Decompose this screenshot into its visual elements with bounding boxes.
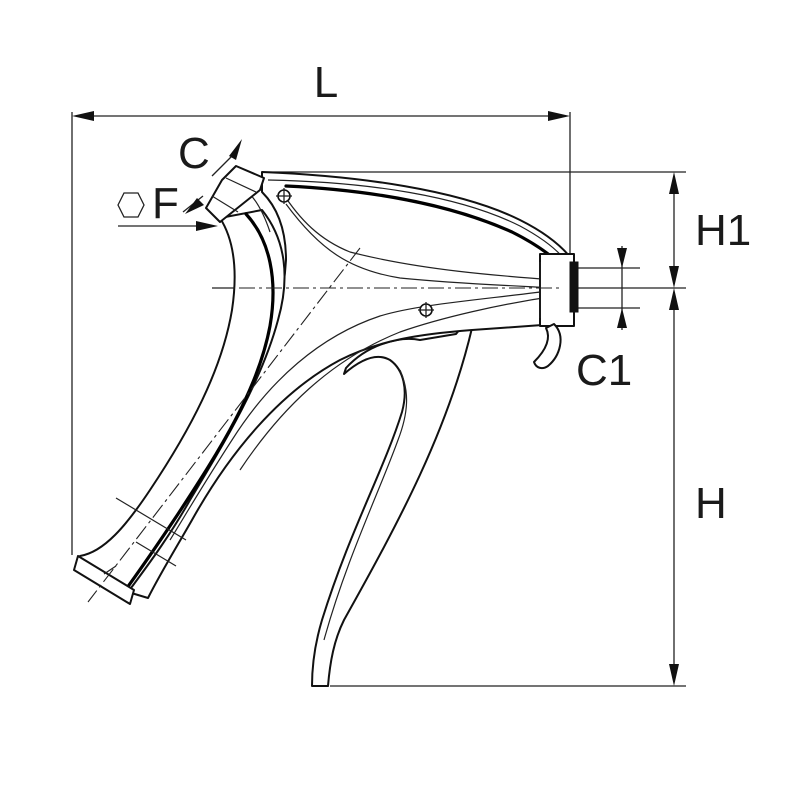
channel-upper-1 xyxy=(281,191,557,281)
arrow-h-bottom xyxy=(669,664,679,686)
arrow-h1-bottom xyxy=(669,266,679,288)
label-c: C xyxy=(178,129,210,178)
housing-top-contour xyxy=(284,184,564,268)
dimension-c-f: C F xyxy=(117,129,242,231)
arrow-c1-top xyxy=(617,248,627,268)
label-c1: C1 xyxy=(576,346,632,395)
outlet-nozzle xyxy=(539,253,575,327)
grip-contour xyxy=(122,212,275,594)
dimension-c1: C1 xyxy=(576,246,640,395)
outlet-face xyxy=(569,261,579,313)
grip-end-cap xyxy=(73,555,135,605)
trigger-lever xyxy=(311,323,473,687)
hang-hook xyxy=(533,323,562,370)
arrow-right xyxy=(548,111,570,121)
grip-band-line-2 xyxy=(135,541,177,567)
nut-edge-2 xyxy=(211,195,239,213)
dimension-l: L xyxy=(71,58,571,555)
arrow-h1-top xyxy=(669,172,679,194)
channel-lower-2 xyxy=(239,295,557,471)
arrow-c1-bottom xyxy=(617,308,627,328)
arrow-f xyxy=(196,221,218,231)
arrow-left xyxy=(72,111,94,121)
arrow-h-top xyxy=(669,288,679,310)
gun-body xyxy=(73,165,579,605)
top-housing xyxy=(127,171,575,599)
channel-lower-1 xyxy=(169,289,557,541)
lever-body xyxy=(311,323,473,687)
label-h1: H1 xyxy=(695,206,751,255)
grip-cap-detail xyxy=(103,565,117,575)
inlet-centerline xyxy=(87,247,361,603)
arrow-c-upper xyxy=(229,139,242,160)
label-l: L xyxy=(314,58,338,107)
channel-upper-2 xyxy=(285,203,557,289)
housing-top-edge xyxy=(267,179,569,265)
inlet-nut xyxy=(205,165,265,223)
arrow-c-lower xyxy=(185,198,204,214)
center-lines xyxy=(87,247,560,603)
hexagon-icon xyxy=(117,192,145,218)
label-f: F xyxy=(152,179,179,228)
dimension-heights: H1 H xyxy=(212,171,751,687)
lever-inner-edge xyxy=(323,369,408,641)
label-h: H xyxy=(695,479,727,528)
nut-edge-1 xyxy=(225,177,257,193)
